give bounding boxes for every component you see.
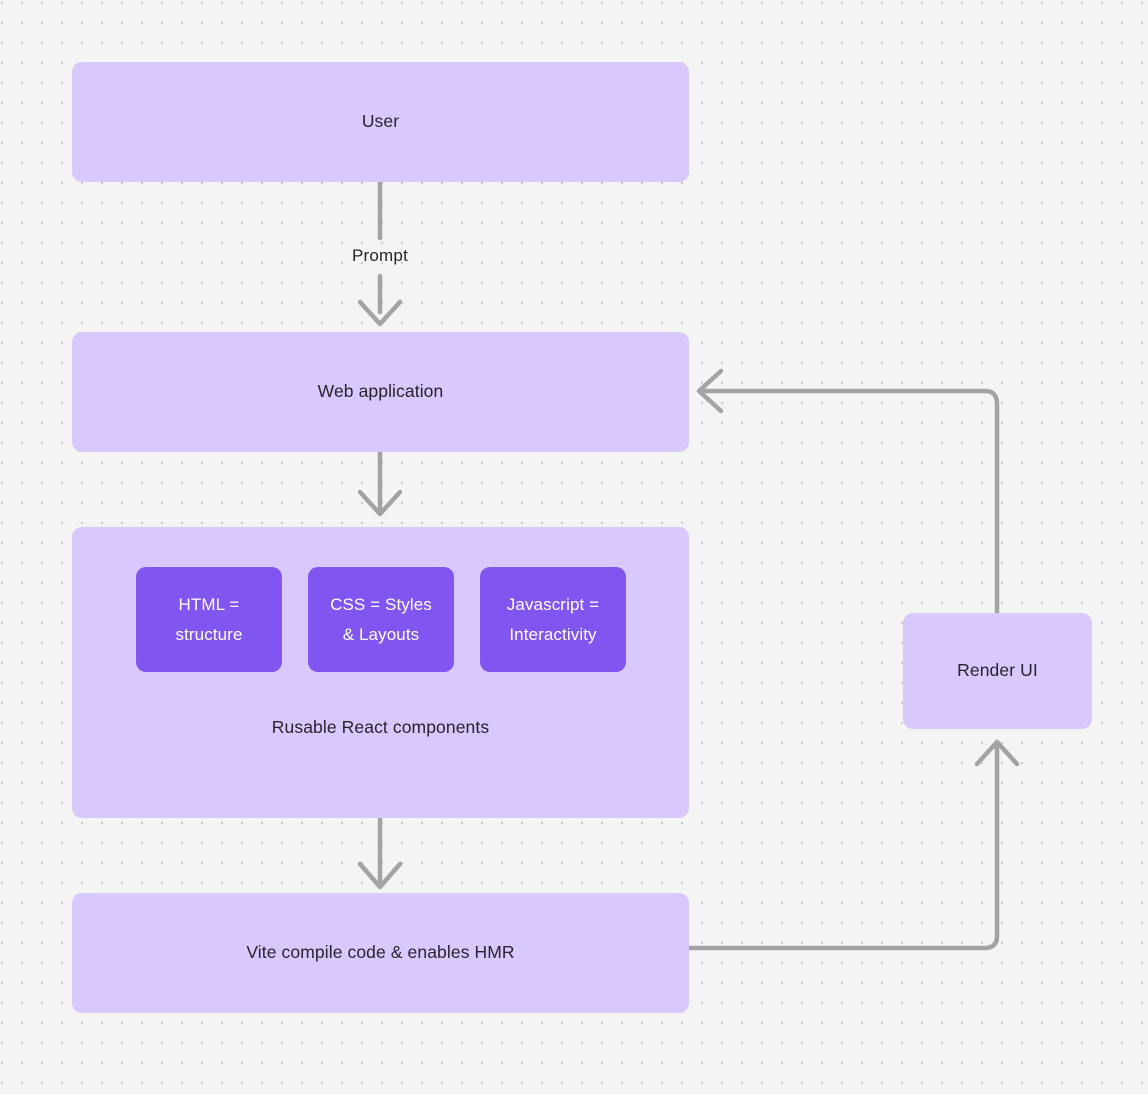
edge-components-to-vite	[357, 815, 403, 890]
components-inner-row: HTML = structure CSS = Styles & Layouts …	[136, 567, 626, 672]
node-render-ui-label: Render UI	[957, 660, 1038, 681]
arrowhead-down-icon	[357, 861, 403, 890]
node-html-block-line-1: HTML =	[178, 595, 240, 615]
node-css-block-line-1: CSS = Styles	[330, 595, 432, 615]
node-javascript-block[interactable]: Javascript = Interactivity	[480, 567, 626, 672]
node-vite[interactable]: Vite compile code & enables HMR	[72, 893, 689, 1013]
node-html-block-line-2: structure	[175, 624, 243, 644]
node-css-block-line-2: & Layouts	[342, 624, 420, 644]
node-javascript-block-line-1: Javascript =	[506, 595, 600, 615]
edge-web-application-to-components	[357, 449, 403, 517]
node-vite-label: Vite compile code & enables HMR	[246, 942, 515, 963]
edge-render-ui-to-web-application	[696, 368, 1000, 615]
arrowhead-down-icon	[357, 489, 403, 517]
edge-label-prompt-text: Prompt	[352, 246, 408, 265]
node-components-group[interactable]: HTML = structure CSS = Styles & Layouts …	[72, 527, 689, 818]
node-html-block[interactable]: HTML = structure	[136, 567, 282, 672]
node-web-application[interactable]: Web application	[72, 332, 689, 452]
arrowhead-down-icon	[357, 299, 403, 327]
node-user[interactable]: User	[72, 62, 689, 182]
node-user-label: User	[361, 111, 400, 132]
node-javascript-block-line-2: Interactivity	[509, 624, 597, 644]
node-css-block[interactable]: CSS = Styles & Layouts	[308, 567, 454, 672]
node-web-application-label: Web application	[317, 381, 444, 402]
edge-label-prompt: Prompt	[330, 246, 430, 266]
arrowhead-left-icon	[696, 368, 724, 414]
arrowhead-up-icon	[974, 739, 1020, 767]
node-render-ui[interactable]: Render UI	[903, 613, 1092, 729]
edge-vite-to-render-ui	[687, 739, 1020, 951]
node-components-group-caption: Rusable React components	[271, 717, 490, 737]
